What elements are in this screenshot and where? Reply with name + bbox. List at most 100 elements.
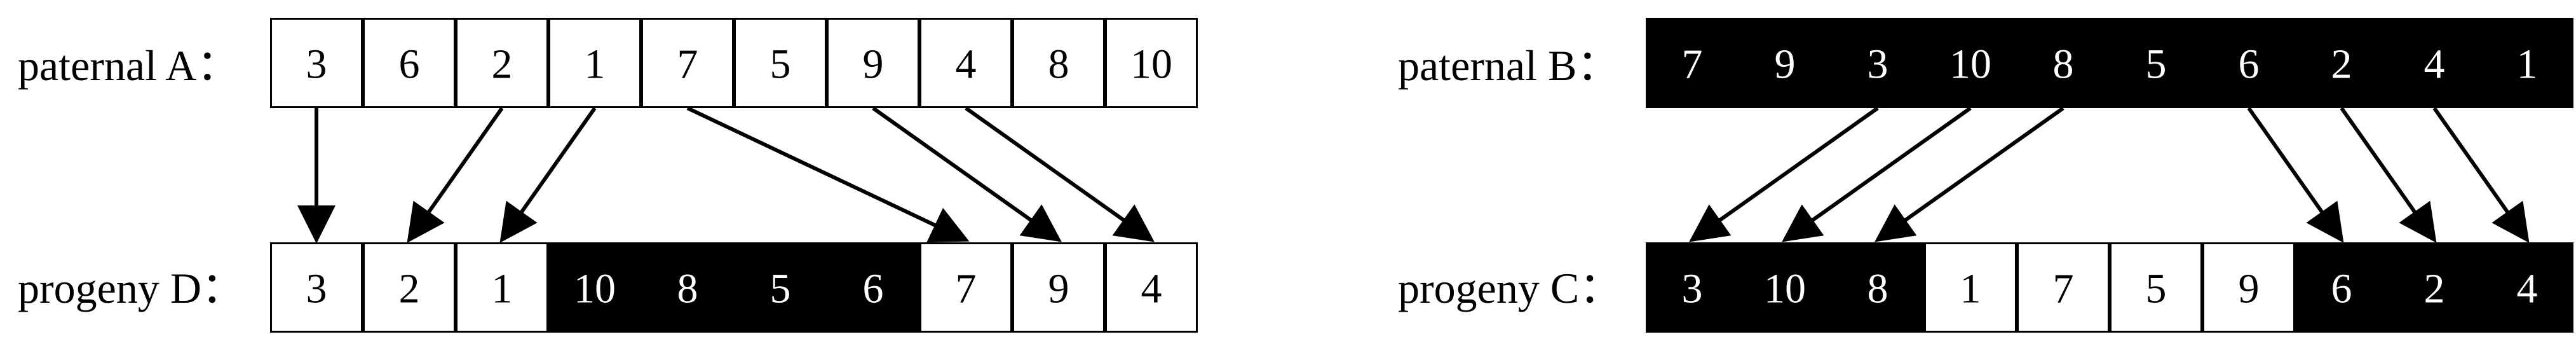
right-mapping-arrow bbox=[1782, 106, 1972, 242]
progeny-d-cell-box bbox=[827, 242, 919, 333]
paternal-b-cell-value: 4 bbox=[2424, 41, 2445, 88]
progeny-c-cell-value: 1 bbox=[1960, 266, 1981, 312]
progeny-d-cell-box bbox=[919, 242, 1012, 333]
progeny-c-label: progeny C： bbox=[1398, 264, 1622, 312]
progeny-c-cell: 9 bbox=[2202, 242, 2295, 333]
progeny-d-cell-value: 5 bbox=[770, 266, 791, 312]
paternal-a-cell-box bbox=[1105, 18, 1198, 108]
paternal-b-cell-value: 9 bbox=[1775, 41, 1796, 88]
progeny-d-cell-value: 6 bbox=[863, 266, 884, 312]
progeny-c-cell: 7 bbox=[2017, 242, 2110, 333]
progeny-d-label: progeny D： bbox=[18, 264, 245, 312]
paternal-a-cell-value: 4 bbox=[956, 41, 977, 88]
left-mapping-arrow bbox=[407, 107, 504, 243]
paternal-a-cell-value: 1 bbox=[585, 41, 606, 88]
progeny-c-cell: 6 bbox=[2295, 242, 2388, 333]
progeny-d-cell: 8 bbox=[641, 242, 734, 333]
progeny-c-cell: 5 bbox=[2110, 242, 2202, 333]
progeny-d-cell-value: 10 bbox=[574, 266, 616, 312]
left-arrows bbox=[297, 106, 1155, 244]
paternal-b-cell-value: 10 bbox=[1949, 41, 1991, 88]
paternal-b-cell: 6 bbox=[2202, 18, 2295, 108]
paternal-a-cell: 8 bbox=[1012, 18, 1105, 108]
paternal-a-cell: 3 bbox=[270, 18, 363, 108]
paternal-b-label: paternal B： bbox=[1398, 41, 1620, 90]
progeny-d-cell-value: 2 bbox=[399, 266, 420, 312]
right-arrows bbox=[1689, 106, 2530, 243]
paternal-a-cell-box bbox=[1012, 18, 1105, 108]
progeny-c-cell-value: 6 bbox=[2331, 266, 2352, 312]
paternal-a-cell-box bbox=[548, 18, 641, 108]
paternal-a-cell: 2 bbox=[456, 18, 548, 108]
progeny-d-cell-value: 3 bbox=[306, 266, 327, 312]
progeny-c-cell: 4 bbox=[2481, 242, 2573, 333]
progeny-d-cell-value: 1 bbox=[492, 266, 513, 312]
right-mapping-arrow bbox=[2247, 107, 2344, 243]
progeny-d-cell: 1 bbox=[456, 242, 548, 333]
paternal-b-cell-box bbox=[2388, 18, 2481, 108]
progeny-d-cell: 5 bbox=[734, 242, 827, 333]
paternal-b-cell-box bbox=[1646, 18, 1739, 108]
progeny-d-cell-value: 8 bbox=[677, 266, 698, 312]
paternal-a-cell-value: 7 bbox=[677, 41, 698, 88]
paternal-b-cell-box bbox=[2017, 18, 2110, 108]
paternal-a-cell-value: 2 bbox=[492, 41, 513, 88]
progeny-c-cell-value: 3 bbox=[1682, 266, 1703, 312]
progeny-c-cell-box bbox=[2388, 242, 2481, 333]
paternal-a-cell-box bbox=[363, 18, 456, 108]
progeny-c-cell: 1 bbox=[1924, 242, 2017, 333]
progeny-c-cell-box bbox=[2202, 242, 2295, 333]
progeny-d-cell-box bbox=[456, 242, 548, 333]
paternal-b-cell-value: 8 bbox=[2053, 41, 2074, 88]
progeny-d-cell: 9 bbox=[1012, 242, 1105, 333]
paternal-a-cell: 4 bbox=[919, 18, 1012, 108]
progeny-c-cell-box bbox=[1831, 242, 1924, 333]
paternal-b-cell-box bbox=[2202, 18, 2295, 108]
paternal-a-cell-box bbox=[919, 18, 1012, 108]
paternal-b-cell-value: 1 bbox=[2517, 41, 2538, 88]
progeny-d-cell-box bbox=[641, 242, 734, 333]
progeny-c-cell: 10 bbox=[1739, 242, 1831, 333]
progeny-c-cell-value: 4 bbox=[2517, 266, 2538, 312]
progeny-d-cell-value: 9 bbox=[1048, 266, 1069, 312]
progeny-d-cell: 6 bbox=[827, 242, 919, 333]
progeny-c-cell-box bbox=[1739, 242, 1831, 333]
paternal-a-cell: 7 bbox=[641, 18, 734, 108]
paternal-b-cell: 9 bbox=[1739, 18, 1831, 108]
paternal-a-cell-value: 3 bbox=[306, 41, 327, 88]
progeny-d-cell-box bbox=[363, 242, 456, 333]
paternal-b-cell: 1 bbox=[2481, 18, 2573, 108]
paternal-a-cell: 1 bbox=[548, 18, 641, 108]
paternal-b-cell-box bbox=[2481, 18, 2573, 108]
paternal-a-cell-box bbox=[456, 18, 548, 108]
progeny-c-cell-box bbox=[2017, 242, 2110, 333]
right-mapping-arrow bbox=[2432, 107, 2530, 243]
left-mapping-arrow bbox=[872, 106, 1062, 242]
progeny-c-cell-box bbox=[2481, 242, 2573, 333]
progeny-d-cell: 10 bbox=[548, 242, 641, 333]
progeny-c-cell-box bbox=[1646, 242, 1739, 333]
paternal-a-cell-value: 6 bbox=[399, 41, 420, 88]
progeny-c-cell-box bbox=[2110, 242, 2202, 333]
progeny-c-cell-value: 9 bbox=[2239, 266, 2260, 312]
progeny-d-cell-value: 7 bbox=[956, 266, 977, 312]
paternal-a-cell: 9 bbox=[827, 18, 919, 108]
progeny-c-cell-value: 8 bbox=[1868, 266, 1888, 312]
progeny-d-cell: 7 bbox=[919, 242, 1012, 333]
progeny-d-cell: 3 bbox=[270, 242, 363, 333]
paternal-a-label: paternal A： bbox=[18, 41, 240, 90]
paternal-b-cell-box bbox=[1831, 18, 1924, 108]
progeny-d-cell-box bbox=[734, 242, 827, 333]
paternal-b-cell: 5 bbox=[2110, 18, 2202, 108]
progeny-c-cell-box bbox=[1924, 242, 2017, 333]
progeny-c-cell-value: 5 bbox=[2146, 266, 2167, 312]
paternal-b-cell-value: 5 bbox=[2146, 41, 2167, 88]
paternal-b-cell-box bbox=[2110, 18, 2202, 108]
paternal-b-cell: 10 bbox=[1924, 18, 2017, 108]
left-mapping-arrow bbox=[686, 106, 970, 243]
progeny-d-cell: 4 bbox=[1105, 242, 1198, 333]
progeny-d-cell: 2 bbox=[363, 242, 456, 333]
paternal-a-cell: 5 bbox=[734, 18, 827, 108]
right-mapping-arrow bbox=[1689, 106, 1879, 242]
